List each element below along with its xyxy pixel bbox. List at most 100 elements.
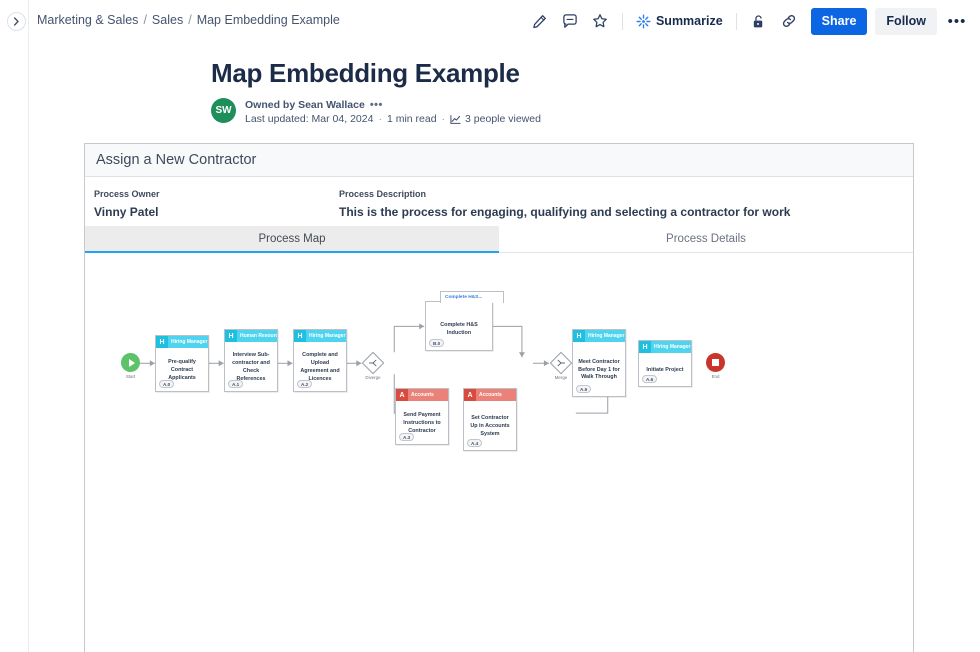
node-header: H Hiring Manager [294, 330, 346, 342]
unlock-icon [753, 14, 763, 27]
star-button[interactable] [587, 8, 613, 34]
view-count[interactable]: 3 people viewed [450, 113, 541, 125]
left-rail [0, 0, 29, 652]
breadcrumb-separator: / [143, 13, 147, 27]
comment-button[interactable] [557, 8, 583, 34]
process-node-a4[interactable]: A Accounts Set Contractor Up in Accounts… [463, 388, 517, 451]
node-text: Complete and Upload Agreement and Licenc… [300, 352, 340, 382]
breadcrumb-item-space[interactable]: Marketing & Sales [37, 13, 139, 27]
header-actions: Summarize Share Follow [527, 6, 970, 36]
more-options-button[interactable]: ••• [947, 12, 967, 30]
gateway-merge[interactable]: Merge [549, 351, 573, 380]
role-label: Hiring Manager [651, 341, 691, 353]
play-icon [128, 358, 135, 367]
byline-separator: · [378, 113, 382, 125]
role-label: Human Resources [237, 330, 277, 342]
process-node-a2[interactable]: H Hiring Manager Complete and Upload Agr… [293, 329, 347, 392]
document-byline: SW Owned by Sean Wallace ••• Last update… [211, 98, 541, 125]
analytics-icon [450, 114, 461, 124]
process-description-field: Process Description This is the process … [339, 189, 904, 219]
tab-process-details[interactable]: Process Details [666, 233, 746, 245]
process-node-a5[interactable]: H Hiring Manager Meet Contractor Before … [572, 329, 626, 397]
process-node-a0[interactable]: H Hiring Manager Pre-qualify Contract Ap… [155, 335, 209, 392]
breadcrumb: Marketing & Sales / Sales / Map Embeddin… [37, 13, 340, 27]
process-owner-field: Process Owner Vinny Patel [94, 189, 339, 219]
node-header: A Accounts [396, 389, 448, 401]
gateway-merge-label: Merge [554, 375, 568, 380]
end-node-label: End [711, 374, 720, 379]
node-code: A.5 [576, 385, 592, 393]
start-node-label: Start [125, 374, 136, 379]
follow-button[interactable]: Follow [875, 7, 937, 35]
process-tabs: Process Map Process Details [85, 226, 913, 253]
link-icon [782, 14, 795, 28]
process-node-a3[interactable]: A Accounts Send Payment Instructions to … [395, 388, 449, 445]
owner-more-button[interactable]: ••• [369, 99, 383, 111]
chevron-right-icon [13, 17, 19, 26]
read-time-text: 1 min read [386, 113, 437, 125]
pencil-icon [533, 14, 547, 28]
process-description-label: Process Description [339, 189, 427, 199]
process-owner-label: Process Owner [94, 189, 160, 199]
avatar[interactable]: SW [211, 98, 236, 123]
merge-icon [550, 352, 572, 374]
breadcrumb-item-folder[interactable]: Sales [151, 13, 184, 27]
share-button[interactable]: Share [810, 7, 868, 35]
flow-connectors [139, 323, 683, 417]
role-label: Hiring Manager [585, 330, 625, 342]
comment-icon [563, 14, 577, 28]
role-badge: H [156, 336, 168, 348]
subprocess-link-label[interactable]: Complete H&S... [440, 291, 504, 303]
copy-link-button[interactable] [776, 8, 802, 34]
node-header: H Hiring Manager [573, 330, 625, 342]
restrictions-button[interactable] [746, 8, 772, 34]
node-code: A.2 [297, 380, 313, 388]
role-label: Hiring Manager [306, 330, 346, 342]
document-content: Map Embedding Example SW Owned by Sean W… [29, 42, 980, 652]
ai-sparkle-icon [636, 14, 651, 28]
end-node[interactable]: End [706, 353, 725, 379]
node-header: A Accounts [464, 389, 516, 401]
toolbar-divider [621, 12, 623, 30]
tab-process-map[interactable]: Process Map [85, 226, 499, 253]
start-node[interactable]: Start [121, 353, 140, 379]
role-badge: A [464, 389, 476, 401]
byline-separator: · [441, 113, 446, 125]
sidebar-expand-button[interactable] [7, 12, 26, 31]
summarize-label: Summarize [655, 14, 723, 28]
node-header: H Hiring Manager [156, 336, 208, 348]
role-badge: H [573, 330, 585, 342]
node-text: Pre-qualify Contract Applicants [168, 359, 196, 381]
role-badge: H [225, 330, 237, 342]
role-badge: H [639, 341, 651, 353]
gateway-diverge[interactable]: Diverge [361, 351, 385, 380]
node-text: Initiate Project [646, 367, 684, 374]
process-meta: Process Owner Vinny Patel Process Descri… [85, 177, 913, 226]
process-map-canvas[interactable]: Start H Hiring Manager Pre-qualify Contr… [85, 253, 913, 652]
process-description-value: This is the process for engaging, qualif… [339, 205, 791, 219]
process-node-a6[interactable]: H Hiring Manager Initiate Project A.6 [638, 340, 692, 387]
role-label: Accounts [476, 389, 516, 401]
gateway-diverge-label: Diverge [365, 375, 381, 380]
process-node-b0[interactable]: Complete H&S... Complete H&S Induction B… [425, 291, 504, 351]
breadcrumb-item-current[interactable]: Map Embedding Example [196, 13, 340, 27]
app-header: Marketing & Sales / Sales / Map Embeddin… [29, 0, 980, 42]
process-node-a1[interactable]: H Human Resources Interview Sub-contract… [224, 329, 278, 392]
node-code: A.1 [228, 380, 244, 388]
summarize-button[interactable]: Summarize [632, 8, 727, 34]
node-text: Meet Contractor Before Day 1 for Walk Th… [578, 358, 620, 381]
view-count-label: 3 people viewed [465, 113, 541, 125]
owner-text: Owned by Sean Wallace [245, 99, 365, 111]
edit-button[interactable] [527, 8, 553, 34]
embed-title: Assign a New Contractor [96, 152, 257, 168]
rail-divider [28, 0, 29, 652]
node-text: Send Payment Instructions to Contractor [403, 412, 441, 434]
role-label: Accounts [408, 389, 448, 401]
embedded-process-card: Assign a New Contractor Process Owner Vi… [84, 143, 914, 652]
role-badge: H [294, 330, 306, 342]
last-updated-text: Last updated: Mar 04, 2024 [245, 113, 374, 125]
node-text: Interview Sub-contractor and Check Refer… [232, 352, 270, 382]
stop-icon [712, 359, 719, 366]
embed-header: Assign a New Contractor [85, 144, 913, 177]
